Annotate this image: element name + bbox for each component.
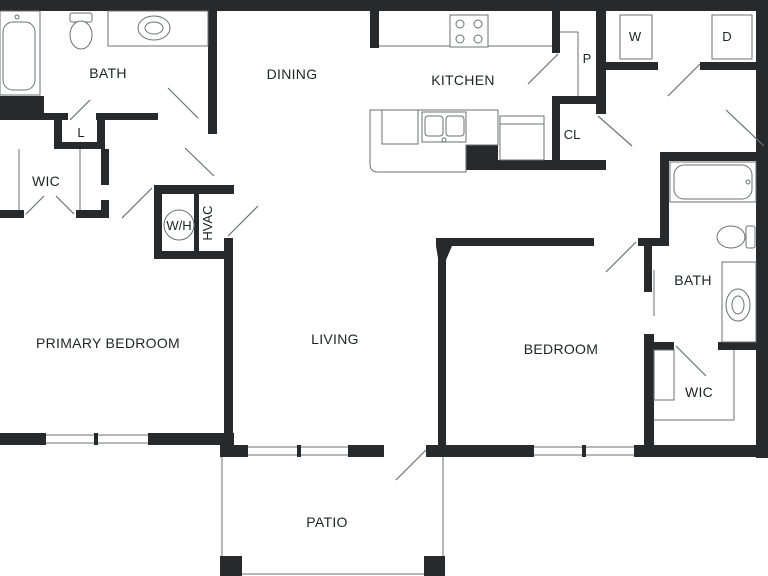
fixtures <box>0 10 757 421</box>
water-heater-tank <box>163 209 195 241</box>
label-dining: DINING <box>267 66 318 82</box>
label-wic-primary: WIC <box>32 173 60 189</box>
label-bath-second: BATH <box>674 272 712 288</box>
label-wic-second: WIC <box>685 384 713 400</box>
label-linen: L <box>77 125 84 140</box>
label-kitchen: KITCHEN <box>431 72 495 88</box>
toilet-second <box>745 225 756 249</box>
dishwasher <box>381 109 419 145</box>
dryer-box <box>711 14 753 60</box>
label-patio: PATIO <box>306 514 347 530</box>
windows <box>46 433 634 457</box>
label-pantry: P <box>583 51 592 66</box>
refrigerator <box>499 115 545 161</box>
label-bath-primary: BATH <box>89 65 127 81</box>
walls <box>0 0 768 458</box>
washer-box <box>619 14 653 60</box>
room-labels: BATH DINING KITCHEN P W D L WIC CL W/H H… <box>32 29 732 530</box>
label-living: LIVING <box>311 331 359 347</box>
label-dryer: D <box>722 29 731 44</box>
label-closet: CL <box>564 127 581 142</box>
label-primary-bedroom: PRIMARY BEDROOM <box>36 335 180 351</box>
label-bedroom: BEDROOM <box>524 341 598 357</box>
stove <box>449 14 489 48</box>
label-water-heater: W/H <box>166 218 191 233</box>
patio-outline <box>220 457 445 576</box>
label-washer: W <box>629 29 642 44</box>
doors <box>25 53 765 481</box>
label-hvac: HVAC <box>200 205 215 240</box>
